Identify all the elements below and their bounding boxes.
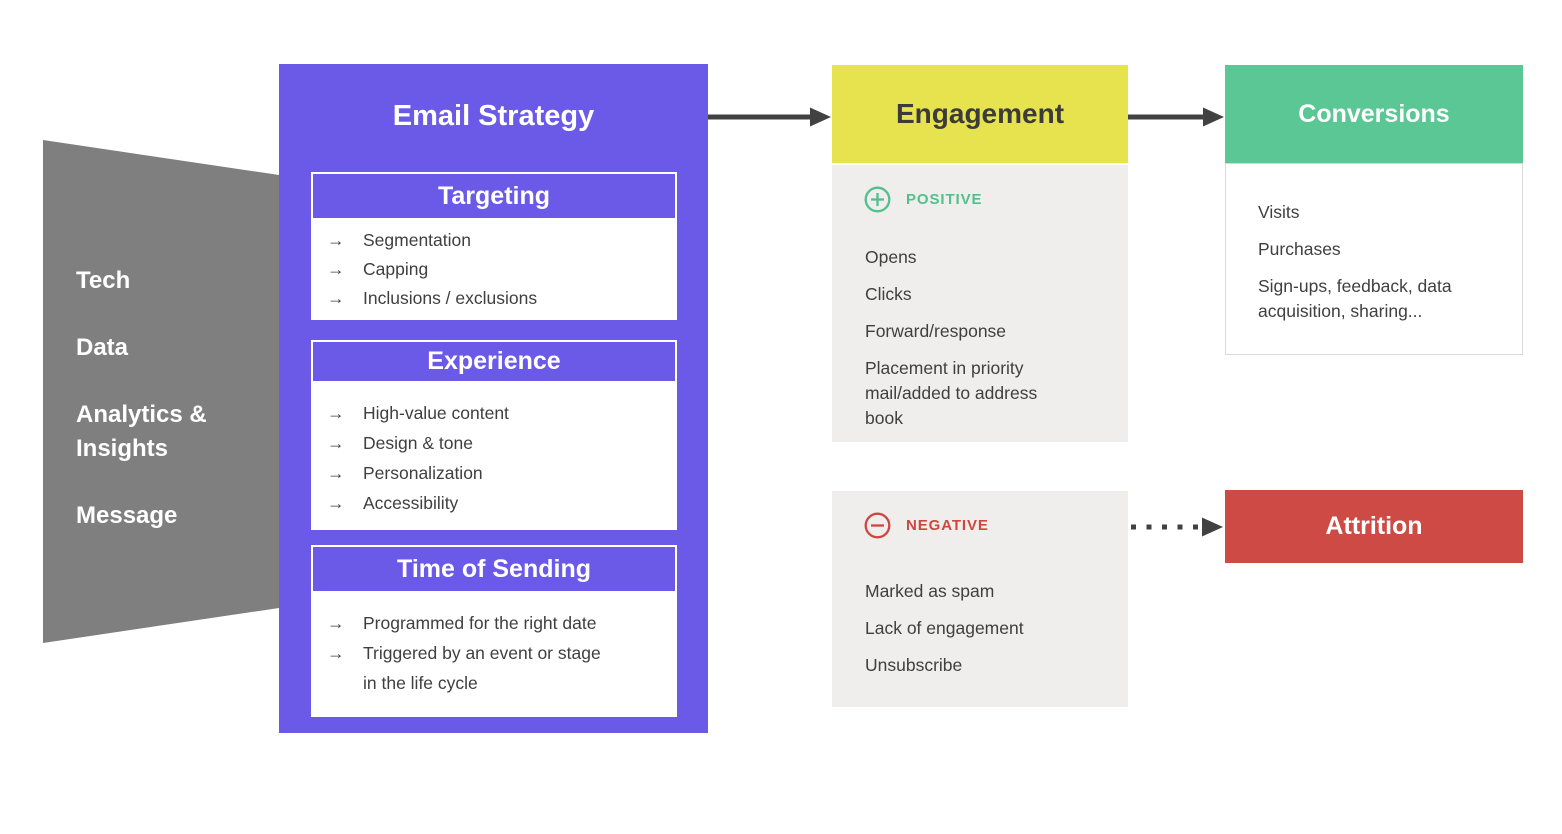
list-item-label: Programmed for the right date [363, 613, 597, 633]
negative-label: NEGATIVE [906, 517, 989, 534]
arrow-bullet-icon: → [327, 259, 345, 279]
minus-circle-icon [864, 512, 891, 539]
funnel-label-data: Data [76, 334, 129, 361]
arrow-bullet-icon: → [327, 403, 345, 423]
list-item-label: Personalization [363, 463, 483, 483]
list-item: Clicks [865, 284, 912, 304]
list-item: → Capping [311, 255, 677, 284]
list-item-label: Triggered by an event or stage in the li… [363, 643, 601, 693]
arrow-bullet-icon: → [327, 463, 345, 483]
arrow-bullet-icon: → [327, 433, 345, 453]
list-item-label: Capping [363, 259, 429, 279]
list-item-label: Inclusions / exclusions [363, 288, 538, 308]
negative-box: NEGATIVE Marked as spam Lack of engageme… [832, 491, 1128, 707]
negative-sign-row: NEGATIVE [864, 512, 989, 539]
engagement-header: Engagement [832, 65, 1128, 163]
engagement-title: Engagement [895, 98, 1065, 129]
arrow-bullet-icon: → [327, 613, 345, 633]
list-item: Lack of engagement [865, 618, 1024, 638]
dotted-arrow-negative-to-attrition [1131, 517, 1223, 537]
experience-card-body: → High-value content → Design & tone → P… [311, 383, 677, 530]
arrow-strategy-to-engagement [708, 107, 831, 127]
list-item: Opens [865, 247, 917, 267]
input-funnel-shape [43, 140, 279, 643]
email-strategy-title: Email Strategy [392, 100, 595, 132]
experience-card: Experience → High-value content → Design… [311, 340, 677, 530]
positive-label: POSITIVE [906, 191, 983, 208]
positive-items: Opens Clicks Forward/response Placement … [865, 245, 1073, 443]
time-of-sending-card-header: Time of Sending [311, 545, 677, 593]
list-item: → Programmed for the right date [311, 608, 677, 638]
funnel-label-message: Message [76, 502, 178, 529]
funnel-label-tech: Tech [76, 267, 131, 294]
list-item: → Inclusions / exclusions [311, 284, 677, 313]
experience-card-header: Experience [311, 340, 677, 383]
conversions-header: Conversions [1225, 65, 1523, 163]
list-item-label: High-value content [363, 403, 509, 423]
conversions-items: Visits Purchases Sign-ups, feedback, dat… [1258, 200, 1503, 336]
list-item: → Segmentation [311, 226, 677, 255]
arrow-engagement-to-conversions [1128, 107, 1224, 127]
list-item: → High-value content [311, 398, 677, 428]
attrition-title: Attrition [1325, 512, 1423, 540]
targeting-card-body: → Segmentation → Capping → Inclusions / … [311, 220, 677, 320]
attrition-box: Attrition [1225, 490, 1523, 563]
time-of-sending-card: Time of Sending → Programmed for the rig… [311, 545, 677, 717]
list-item: → Personalization [311, 458, 677, 488]
targeting-card-header: Targeting [311, 172, 677, 220]
plus-circle-icon [864, 186, 891, 213]
arrow-bullet-icon: → [327, 643, 345, 663]
positive-sign-row: POSITIVE [864, 186, 982, 213]
list-item: → Design & tone [311, 428, 677, 458]
list-item: Unsubscribe [865, 655, 963, 675]
list-item: Placement in priority mail/added to addr… [865, 358, 1038, 428]
arrow-bullet-icon: → [327, 493, 345, 513]
list-item: Forward/response [865, 321, 1007, 341]
time-of-sending-card-body: → Programmed for the right date → Trigge… [311, 593, 677, 717]
targeting-card: Targeting → Segmentation → Capping → Inc… [311, 172, 677, 320]
list-item: Purchases [1258, 239, 1341, 259]
list-item-label: Segmentation [363, 230, 471, 250]
list-item: Marked as spam [865, 581, 995, 601]
conversions-body: Visits Purchases Sign-ups, feedback, dat… [1225, 163, 1523, 355]
list-item: Sign-ups, feedback, data acquisition, sh… [1258, 276, 1452, 321]
list-item: Visits [1258, 202, 1300, 222]
positive-box: POSITIVE Opens Clicks Forward/response P… [832, 165, 1128, 442]
negative-items: Marked as spam Lack of engagement Unsubs… [865, 579, 1100, 690]
list-item: → Triggered by an event or stage in the … [311, 638, 677, 698]
list-item-label: Accessibility [363, 493, 459, 513]
list-item-label: Design & tone [363, 433, 473, 453]
list-item: → Accessibility [311, 488, 677, 518]
arrow-bullet-icon: → [327, 288, 345, 308]
conversions-title: Conversions [1298, 99, 1450, 128]
funnel-label-analytics-insights: Analytics & Insights [76, 401, 207, 462]
arrow-bullet-icon: → [327, 230, 345, 250]
